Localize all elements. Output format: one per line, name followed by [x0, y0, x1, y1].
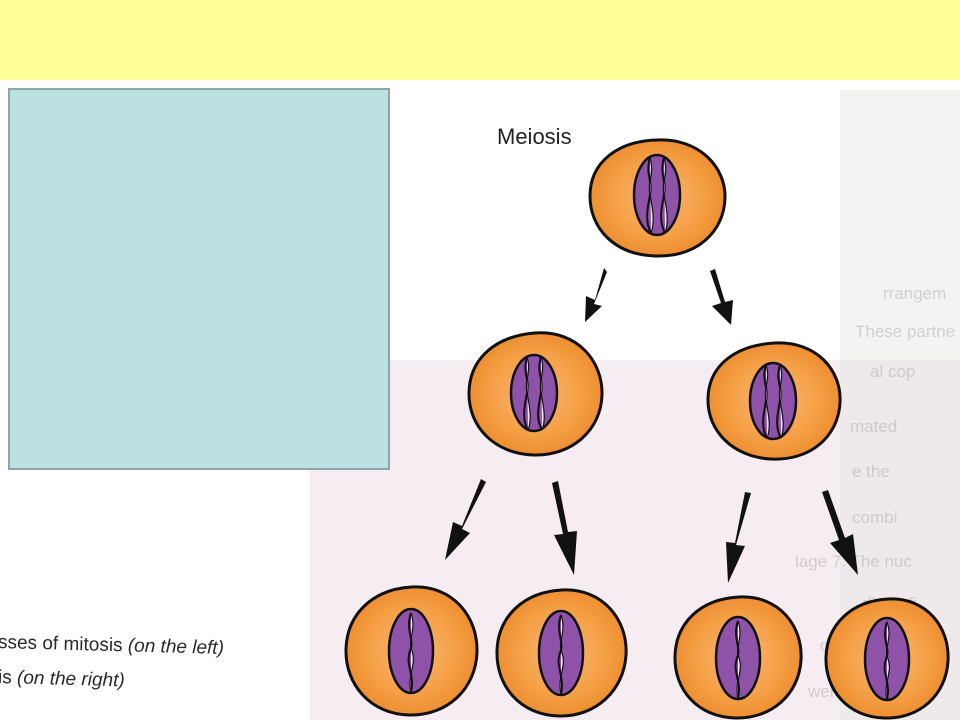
- meiosis-label: Meiosis: [497, 124, 572, 149]
- gamete-cell-4: [824, 597, 950, 720]
- arrow-icon: [445, 479, 858, 583]
- gamete-cell-2: [495, 588, 628, 718]
- blank-answer-box: [8, 88, 390, 470]
- bleed-text: mated: [850, 417, 898, 436]
- gamete-cell-3: [673, 595, 803, 720]
- bleed-text: These partne: [855, 322, 956, 341]
- bleed-text: al cop: [870, 362, 916, 381]
- arrow-icon: [585, 268, 733, 325]
- bleed-text: e the: [852, 462, 890, 481]
- parent-cell: [588, 138, 727, 258]
- daughter-cell-2: [706, 341, 842, 461]
- title-bar: [0, 0, 960, 80]
- bleed-text: wer: [808, 682, 836, 701]
- bleed-text: rrangem: [883, 284, 947, 303]
- bleed-text: combi: [852, 508, 898, 527]
- gamete-cell-1: [344, 585, 479, 717]
- daughter-cell-1: [467, 331, 604, 457]
